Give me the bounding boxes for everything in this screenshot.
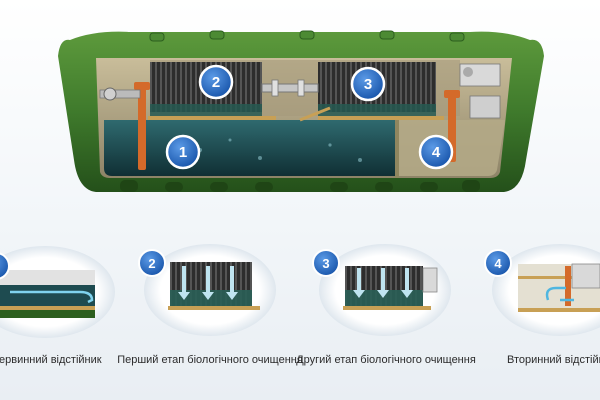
biofilter-first-stage-icon [168, 262, 260, 310]
bottom-ribs [120, 180, 480, 192]
stage-badge-3: 3 [312, 249, 340, 277]
stage-badge-2: 2 [138, 249, 166, 277]
svg-text:1: 1 [179, 144, 187, 161]
stage-card-3: 3 Другий етап біологічного очищення [296, 244, 476, 366]
stage-card-1: 1 ервинний відстійник [0, 246, 115, 366]
svg-text:4: 4 [494, 256, 502, 271]
main-badge-4: 4 [418, 134, 454, 170]
transfer-pipe [261, 79, 319, 97]
main-badge-2: 2 [198, 64, 234, 100]
primary-settler-water [104, 120, 396, 176]
stage-card-2: 2 Перший етап біологічного очищення [117, 244, 303, 366]
main-badge-1: 1 [165, 134, 201, 170]
inlet-fitting [99, 87, 141, 101]
svg-text:3: 3 [322, 256, 329, 271]
stage-caption-4: Вторинний відстійн [507, 354, 600, 366]
stage-caption-3: Другий етап біологічного очищення [296, 354, 476, 366]
lid-ridges [149, 30, 465, 42]
main-badge-3: 3 [350, 66, 386, 102]
septic-tank: 2 3 1 4 [58, 30, 544, 192]
svg-text:2: 2 [148, 256, 155, 271]
primary-settler-icon [0, 270, 95, 318]
stage-caption-1: ервинний відстійник [0, 354, 102, 366]
stage-badge-1: 1 [0, 252, 10, 280]
outlet-fitting [459, 63, 501, 119]
svg-text:3: 3 [364, 76, 372, 93]
stage-card-4: 4 Вторинний відстійн [484, 244, 600, 366]
stage-badge-4: 4 [484, 249, 512, 277]
svg-text:4: 4 [432, 144, 441, 161]
bio-stage-1-block [148, 62, 276, 120]
stage-caption-2: Перший етап біологічного очищення [117, 354, 303, 366]
svg-text:2: 2 [212, 74, 220, 91]
biofilter-second-stage-icon [343, 266, 438, 310]
secondary-settler-icon [518, 263, 600, 312]
